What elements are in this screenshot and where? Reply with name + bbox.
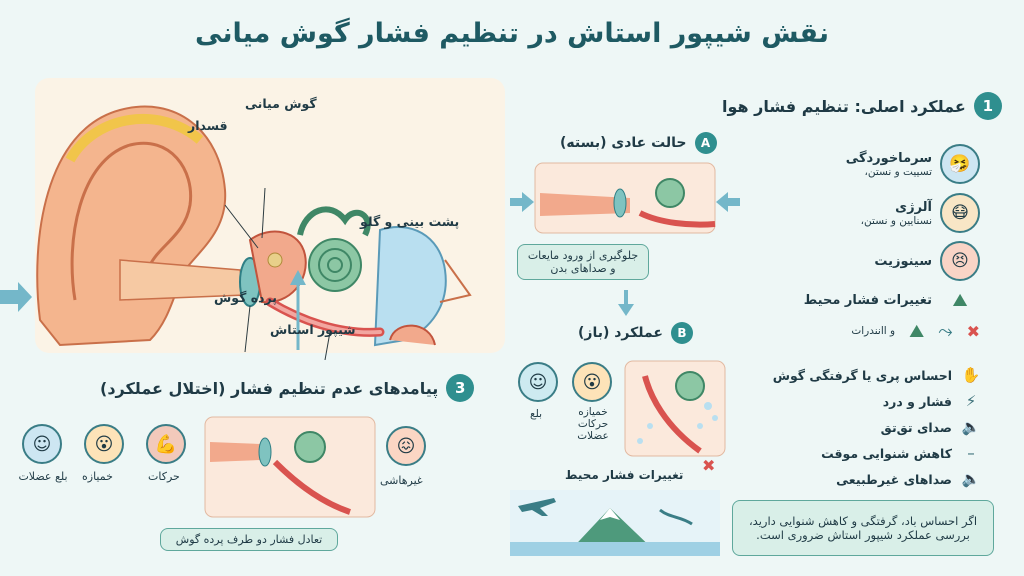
section-3-title: پیامدهای عدم تنظیم فشار (اختلال عملکرد) xyxy=(100,378,439,398)
label-eustachian: شیپور استاش xyxy=(270,322,356,337)
yawn-face-icon: 😮 xyxy=(84,424,124,464)
label-middle-ear: گوش میانی xyxy=(245,96,317,111)
section-3-moves-label: حرکات xyxy=(148,470,180,483)
mountain-icon: ⛰ xyxy=(909,320,925,342)
sinus-face-icon: 😣 xyxy=(940,241,980,281)
symptom-abnormal-sounds: 🔈 صداهای غیرطبیعی xyxy=(836,470,981,488)
symptom-popping: 🔈 صدای تق‌تق xyxy=(880,418,981,436)
state-b-title: عملکرد (باز) xyxy=(578,325,663,341)
state-a-note: جلوگیری از ورود مایعات و صداهای بدن xyxy=(517,244,649,280)
state-b-env-label: تغییرات فشار محیط xyxy=(565,468,684,482)
cause-item-allergy: 😷 آلرژی نسنایین و نستن، xyxy=(790,188,980,238)
section-1-number: 1 xyxy=(973,92,1002,120)
swallow-face-icon: ☺ xyxy=(518,362,558,402)
section-3-illustration xyxy=(204,416,376,518)
section-1-title: عملکرد اصلی: تنظیم فشار هوا xyxy=(722,96,966,116)
speaker-icon: 🔈 xyxy=(961,470,981,488)
cause-item-pressure: ⛰ تغییرات فشار محیط xyxy=(790,284,980,316)
section-3-number: 3 xyxy=(446,374,475,402)
state-a-illustration xyxy=(510,162,740,234)
cause-item-cold: 🤧 سرماخوردگی تسییت و نستن، xyxy=(790,140,980,188)
cause-item-sinusitis: 😣 سینوزیت xyxy=(790,238,980,284)
label-nasopharynx: پشت بینی و گلو xyxy=(360,214,460,229)
symptom-fullness: ✋ احساس پری یا گرفتگی گوش xyxy=(772,366,981,384)
speaker-icon: 🔈 xyxy=(961,418,981,436)
diver-icon: ⤳ xyxy=(938,320,953,342)
muscle-icon: 💪 xyxy=(146,424,186,464)
state-a-title: حالت عادی (بسته) xyxy=(560,135,687,151)
close-x-icon: ✖ xyxy=(966,321,980,341)
section-3-abnormal-label: غیرهاشی xyxy=(380,474,423,487)
section-3-note: تعادل فشار دو طرف پرده گوش xyxy=(160,528,338,551)
state-b-illustration xyxy=(624,360,726,457)
lightning-icon: ⚡ xyxy=(965,392,977,410)
sneeze-face-icon: 🤧 xyxy=(940,144,980,184)
yawn-face-icon: 😮 xyxy=(572,362,612,402)
swallow-face-icon: ☺ xyxy=(22,424,62,464)
state-a-badge: A xyxy=(694,132,717,154)
dash-icon: – xyxy=(967,444,975,462)
environment-illustration xyxy=(510,490,720,556)
state-b-badge: B xyxy=(670,322,693,344)
advice-box: اگر احساس باد، گرفتگی و کاهش شنوایی داری… xyxy=(732,500,994,556)
state-b-swallow-label: بلع xyxy=(530,408,542,420)
hand-icon: ✋ xyxy=(961,366,981,384)
ear-anatomy-illustration xyxy=(0,78,505,360)
mountain-icon: ⛰ xyxy=(952,289,968,311)
label-eardrum: پرده گوش xyxy=(214,290,277,305)
ear-pain-face-icon: 😖 xyxy=(386,426,426,466)
section-3-swallow-label: بلع عضلات xyxy=(18,470,68,483)
close-x-icon: ✖ xyxy=(702,456,716,475)
down-arrow-icon xyxy=(618,290,634,316)
section-3-yawn-label: خمیازه xyxy=(82,470,113,483)
symptom-pain: ⚡ فشار و درد xyxy=(742,388,982,414)
state-b-yawn-label: خمیازه حرکات عضلات xyxy=(577,406,609,442)
page-title: نقش شیپور استاش در تنظیم فشار گوش میانی xyxy=(195,18,829,49)
label-incus: قسدار xyxy=(188,118,228,133)
symptom-hearing-loss: – کاهش شنوایی موقت xyxy=(742,440,982,466)
allergy-face-icon: 😷 xyxy=(940,193,980,233)
